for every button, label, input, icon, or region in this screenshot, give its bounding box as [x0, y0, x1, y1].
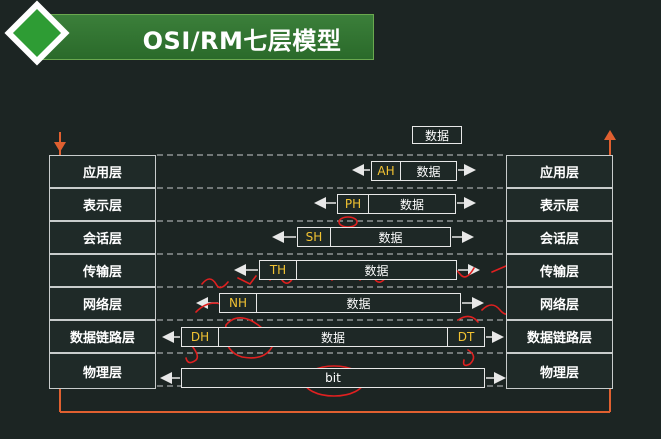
pdu-trailer: DT — [447, 328, 484, 346]
pdu-payload: 数据 — [364, 263, 389, 278]
left-layer-application: 应用层 — [49, 155, 156, 188]
left-layer-presentation: 表示层 — [49, 188, 156, 221]
pdu-payload: 数据 — [416, 164, 441, 179]
pdu-payload: 数据 — [320, 330, 345, 345]
right-layer-presentation: 表示层 — [506, 188, 613, 221]
pdu-header: DH — [182, 328, 219, 346]
pdu-network: NH 数据 — [219, 293, 461, 313]
title-banner — [34, 14, 374, 60]
pdu-header: NH — [220, 294, 257, 312]
pdu-physical: bit — [181, 368, 485, 388]
pdu-payload: bit — [325, 371, 341, 385]
right-layer-network: 网络层 — [506, 287, 613, 320]
left-layer-session: 会话层 — [49, 221, 156, 254]
left-layer-network: 网络层 — [49, 287, 156, 320]
pdu-presentation: PH 数据 — [337, 194, 456, 214]
pdu-payload: 数据 — [399, 197, 424, 212]
pdu-payload: 数据 — [346, 296, 371, 311]
left-layer-physical: 物理层 — [49, 353, 156, 389]
right-layer-datalink: 数据链路层 — [506, 320, 613, 353]
right-layer-transport: 传输层 — [506, 254, 613, 287]
pdu-header: AH — [372, 162, 401, 180]
right-layer-physical: 物理层 — [506, 353, 613, 389]
left-layer-datalink: 数据链路层 — [49, 320, 156, 353]
page-title: OSI/RM七层模型 — [142, 26, 342, 55]
pdu-application: AH 数据 — [371, 161, 457, 181]
up-arrow-icon — [604, 130, 616, 140]
pdu-payload: 数据 — [378, 230, 403, 245]
pdu-header: SH — [298, 228, 331, 246]
top-data-box: 数据 — [412, 126, 462, 144]
left-layer-transport: 传输层 — [49, 254, 156, 287]
pdu-header: TH — [260, 261, 297, 279]
right-layer-session: 会话层 — [506, 221, 613, 254]
pdu-header: PH — [338, 195, 369, 213]
down-arrow-icon — [54, 142, 66, 152]
pdu-arrows — [160, 164, 506, 384]
pdu-session: SH 数据 — [297, 227, 451, 247]
pdu-datalink: DH 数据 DT — [181, 327, 485, 347]
pdu-transport: TH 数据 — [259, 260, 457, 280]
right-layer-application: 应用层 — [506, 155, 613, 188]
